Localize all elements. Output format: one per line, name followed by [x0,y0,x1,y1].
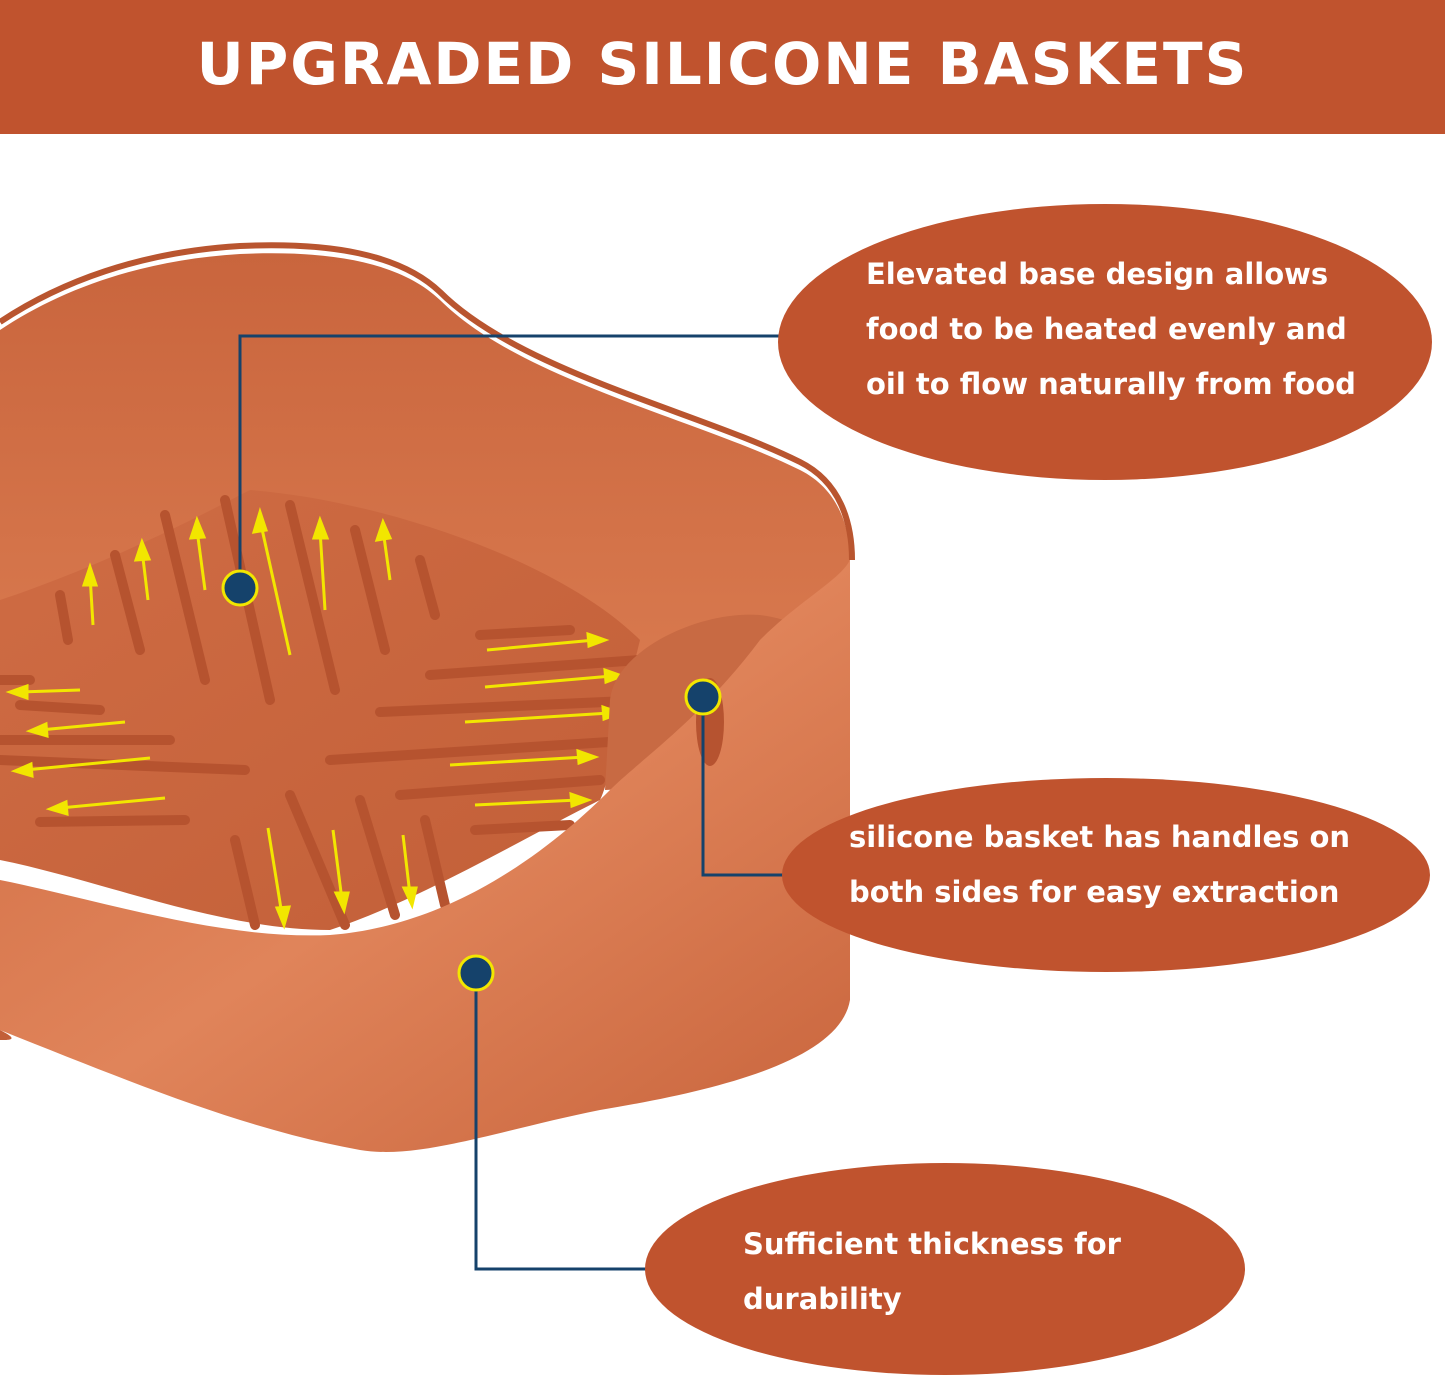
callout-line: Sufficient thickness for [743,1227,1121,1261]
callout-thickness: Sufficient thickness for durability [645,1163,1245,1375]
callout-text: Elevated base design allows food to be h… [866,247,1356,412]
header-banner: UPGRADED SILICONE BASKETS [0,0,1445,134]
basket-rim [0,242,855,561]
callout-handles: silicone basket has handles on both side… [782,778,1430,972]
flow-arrows [5,507,627,930]
callout-text: Sufficient thickness for durability [743,1217,1121,1327]
callout-line: Elevated base design allows [866,257,1329,291]
callout-text: silicone basket has handles on both side… [849,810,1350,920]
callout-elevated-base: Elevated base design allows food to be h… [778,204,1432,480]
callout-line: food to be heated evenly and [866,312,1347,346]
handle-hole [696,678,724,766]
callout-line: oil to flow naturally from food [866,367,1356,401]
callout-line: both sides for easy extraction [849,875,1340,909]
banner-title: UPGRADED SILICONE BASKETS [196,30,1249,98]
callout-line: durability [743,1282,902,1316]
callout-line: silicone basket has handles on [849,820,1351,854]
